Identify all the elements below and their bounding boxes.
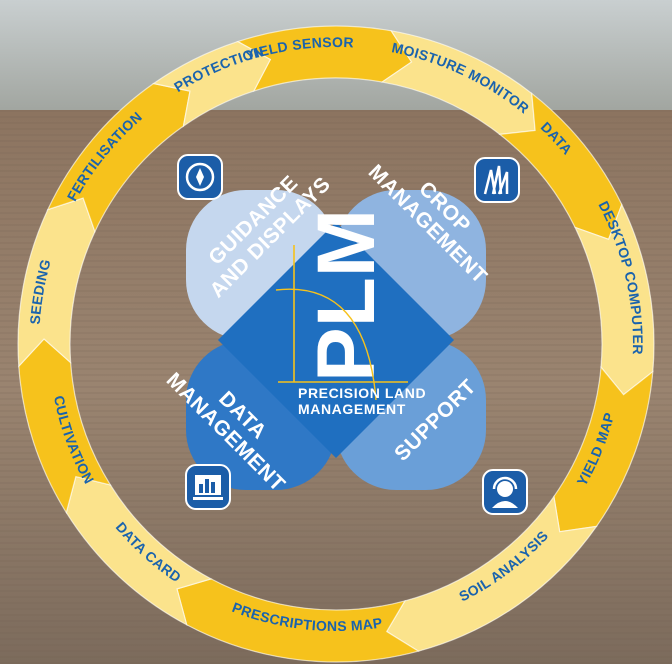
- grass-icon: [474, 157, 520, 203]
- plm-logo: PLM: [301, 209, 392, 382]
- plm-subtitle-line1: PRECISION LAND: [298, 385, 426, 401]
- headset-support-icon: [482, 469, 528, 515]
- center-diamond: [218, 222, 454, 458]
- ring-segment: [152, 40, 272, 128]
- monitor-chart-icon: [185, 464, 231, 510]
- logo-accent-curve: [275, 288, 377, 401]
- compass-icon: [177, 154, 223, 200]
- plm-subtitle-line2: MANAGEMENT: [298, 401, 406, 417]
